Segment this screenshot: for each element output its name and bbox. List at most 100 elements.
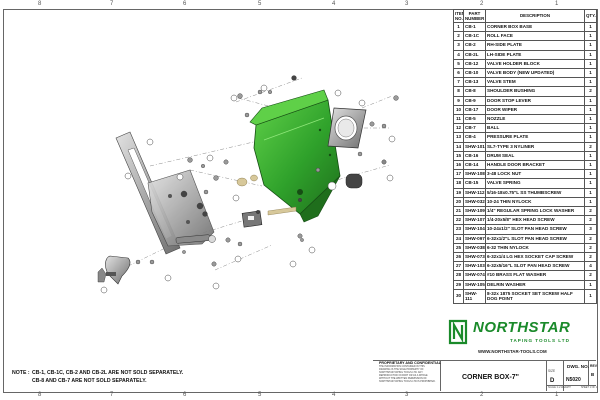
bom-header-description: DESCRIPTION: [485, 9, 585, 23]
bom-cell-description: 1/4-20x5/8" HEX HEAD SCREW: [485, 215, 585, 226]
bom-cell-item: 19: [453, 187, 464, 198]
bom-cell-item: 15: [453, 150, 464, 162]
drawing-number: N5020: [566, 377, 581, 383]
note-line: CB-1, CB-1C, CB-2 AND CB-2L ARE NOT SOLD…: [32, 370, 184, 376]
revision-value: B: [591, 372, 595, 377]
valve-holder-block: [241, 210, 263, 228]
bom-cell-item: 23: [453, 224, 464, 235]
hardware-parts: [135, 75, 399, 267]
drawing-frame: [3, 9, 598, 393]
bom-cell-description: SL7-TYPE 3 NYLINER: [485, 141, 585, 152]
bom-cell-qty: 3: [584, 224, 597, 235]
bom-cell-description: #10 BRASS FLAT WASHER: [485, 270, 585, 281]
bom-cell-part: SHW-032: [463, 196, 486, 208]
bom-cell-item: 10: [453, 104, 464, 116]
bom-cell-item: 16: [453, 160, 464, 171]
proprietary-title: PROPRIETARY AND CONFIDENTIAL: [379, 361, 441, 365]
bom-cell-item: 5: [453, 58, 464, 70]
bom-cell-part: CB-4: [463, 132, 486, 143]
title-block: [373, 360, 596, 392]
bom-cell-part: CB-13: [463, 77, 486, 88]
bom-cell-description: 6-32x1/2"L SLOT PAN HEAD SCREW: [485, 233, 585, 244]
bom-cell-part: SHW-101: [463, 141, 486, 152]
bom-cell-description: DRUM SEAL: [485, 150, 585, 162]
lh-side-plate: [147, 169, 215, 247]
bom-cell-description: CORNER BOX BASE: [485, 21, 585, 33]
zone-mark: 1: [555, 392, 559, 398]
bom-header-row: ITEM NO. PART NUMBER DESCRIPTION QTY.: [453, 9, 597, 23]
revision-label: REV: [590, 364, 597, 368]
bom-cell-description: LH-SIDE PLATE: [485, 49, 585, 60]
bom-cell-item: 8: [453, 86, 464, 97]
zone-mark: 3: [405, 1, 409, 7]
bom-cell-description: 6-32 THIN NYLOCK: [485, 242, 585, 254]
title-block-divider: [546, 385, 596, 386]
bom-cell-part: CB-10: [463, 68, 486, 79]
bom-cell-qty: 2: [584, 215, 597, 226]
bom-cell-qty: 1: [584, 288, 597, 304]
bom-cell-description: DOOR WIPER: [485, 104, 585, 116]
bom-cell-description: DELRIN WASHER: [485, 279, 585, 290]
bom-cell-item: 4: [453, 49, 464, 60]
bom-cell-item: 25: [453, 242, 464, 254]
corner-box-base: [249, 89, 341, 223]
bom-cell-item: 12: [453, 123, 464, 134]
bom-cell-qty: 1: [584, 150, 597, 162]
bom-cell-part: CB-1C: [463, 31, 486, 42]
bom-cell-qty: 1: [584, 196, 597, 208]
bom-cell-part: CB-14: [463, 160, 486, 171]
bom-cell-part: SHW-038: [463, 242, 486, 254]
bom-cell-part: CB-12: [463, 58, 486, 70]
title-block-divider: [440, 360, 441, 391]
bom-cell-item: 9: [453, 95, 464, 106]
zone-mark: 6: [183, 1, 187, 7]
door-wiper: [267, 206, 297, 216]
sheet-text: SHEET 1 OF 1: [581, 386, 597, 389]
bom-cell-qty: 1: [584, 21, 597, 33]
bom-cell-part: CB-15: [463, 178, 486, 189]
bom-cell-description: 3-48 LOCK NUT: [485, 169, 585, 180]
zone-mark: 4: [332, 1, 336, 7]
bom-cell-part: SHW-112: [463, 187, 486, 198]
size-value: D: [550, 378, 555, 384]
bom-cell-part: CB-9: [463, 95, 486, 106]
zone-mark: 6: [183, 392, 187, 398]
bom-cell-part: SHW-104: [463, 224, 486, 235]
bom-cell-item: 2: [453, 31, 464, 42]
company-logo: NORTHSTAR TAPING TOOLS LTD WWW.NORTHSTAR…: [440, 316, 596, 356]
bom-cell-description: 6-32x5/16"L SLOT PAN HEAD SCREW: [485, 261, 585, 272]
bom-cell-qty: 2: [584, 233, 597, 244]
title-block-divider: [563, 360, 564, 391]
bom-cell-qty: 1: [584, 31, 597, 42]
zone-mark: 2: [480, 392, 484, 398]
bom-cell-part: SHW-107: [463, 215, 486, 226]
bom-cell-qty: 1: [584, 178, 597, 189]
bom-cell-item: 20: [453, 196, 464, 208]
bom-cell-qty: 1: [584, 104, 597, 116]
bom-cell-qty: 1: [584, 123, 597, 134]
bom-cell-item: 6: [453, 68, 464, 79]
bom-cell-description: 1/4" REGULAR SPRING LOCK WASHER: [485, 206, 585, 217]
zone-mark: 1: [555, 1, 559, 7]
drawing-title: CORNER BOX-7": [462, 374, 519, 381]
valve-body: [97, 255, 131, 285]
bom-cell-description: DOOR STOP LEVER: [485, 95, 585, 106]
